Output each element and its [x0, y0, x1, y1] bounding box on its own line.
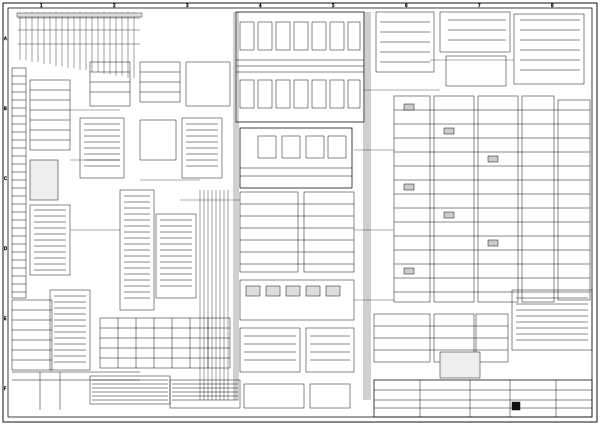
- vertical-bus: [199, 12, 371, 400]
- border-column-label: 6: [405, 3, 408, 8]
- lower-connector-grid: [99, 317, 355, 373]
- left-connector-strip: [11, 67, 71, 299]
- border-row-labels: A B C D E F: [4, 36, 8, 392]
- border-column-label: 3: [186, 3, 189, 8]
- border-row-label: A: [4, 36, 7, 41]
- border-column-label: 8: [551, 3, 554, 8]
- right-driver-columns: [393, 95, 591, 303]
- title-block: [373, 379, 593, 418]
- border-column-label: 7: [478, 3, 481, 8]
- border-column-labels: 1 2 3 4 5 6 7 8: [40, 3, 555, 9]
- top-left-wire-bundle: [16, 12, 143, 78]
- notes-box: [511, 289, 593, 351]
- border-column-label: 4: [259, 3, 262, 8]
- inner-frame: [7, 7, 593, 418]
- border-column-label: 1: [40, 3, 43, 8]
- border-row-label: C: [4, 176, 7, 181]
- border-column-label: 5: [332, 3, 335, 8]
- left-lower-block: [11, 289, 140, 410]
- outer-frame: [2, 2, 598, 423]
- right-upper-modules: [375, 11, 585, 87]
- border-row-label: B: [4, 106, 7, 111]
- mid-right-block: [373, 313, 509, 379]
- center-top-ic-bank: [235, 11, 365, 123]
- upper-left-modules: [79, 61, 231, 179]
- cross-wires: [70, 59, 514, 301]
- border-column-label: 2: [113, 3, 116, 8]
- border-row-label: D: [4, 246, 7, 251]
- border-row-label: F: [4, 386, 7, 391]
- bottom-connector-row: [89, 375, 351, 409]
- border-row-label: E: [4, 316, 7, 321]
- center-main-ic: [239, 127, 353, 189]
- center-lower-blocks: [119, 189, 355, 321]
